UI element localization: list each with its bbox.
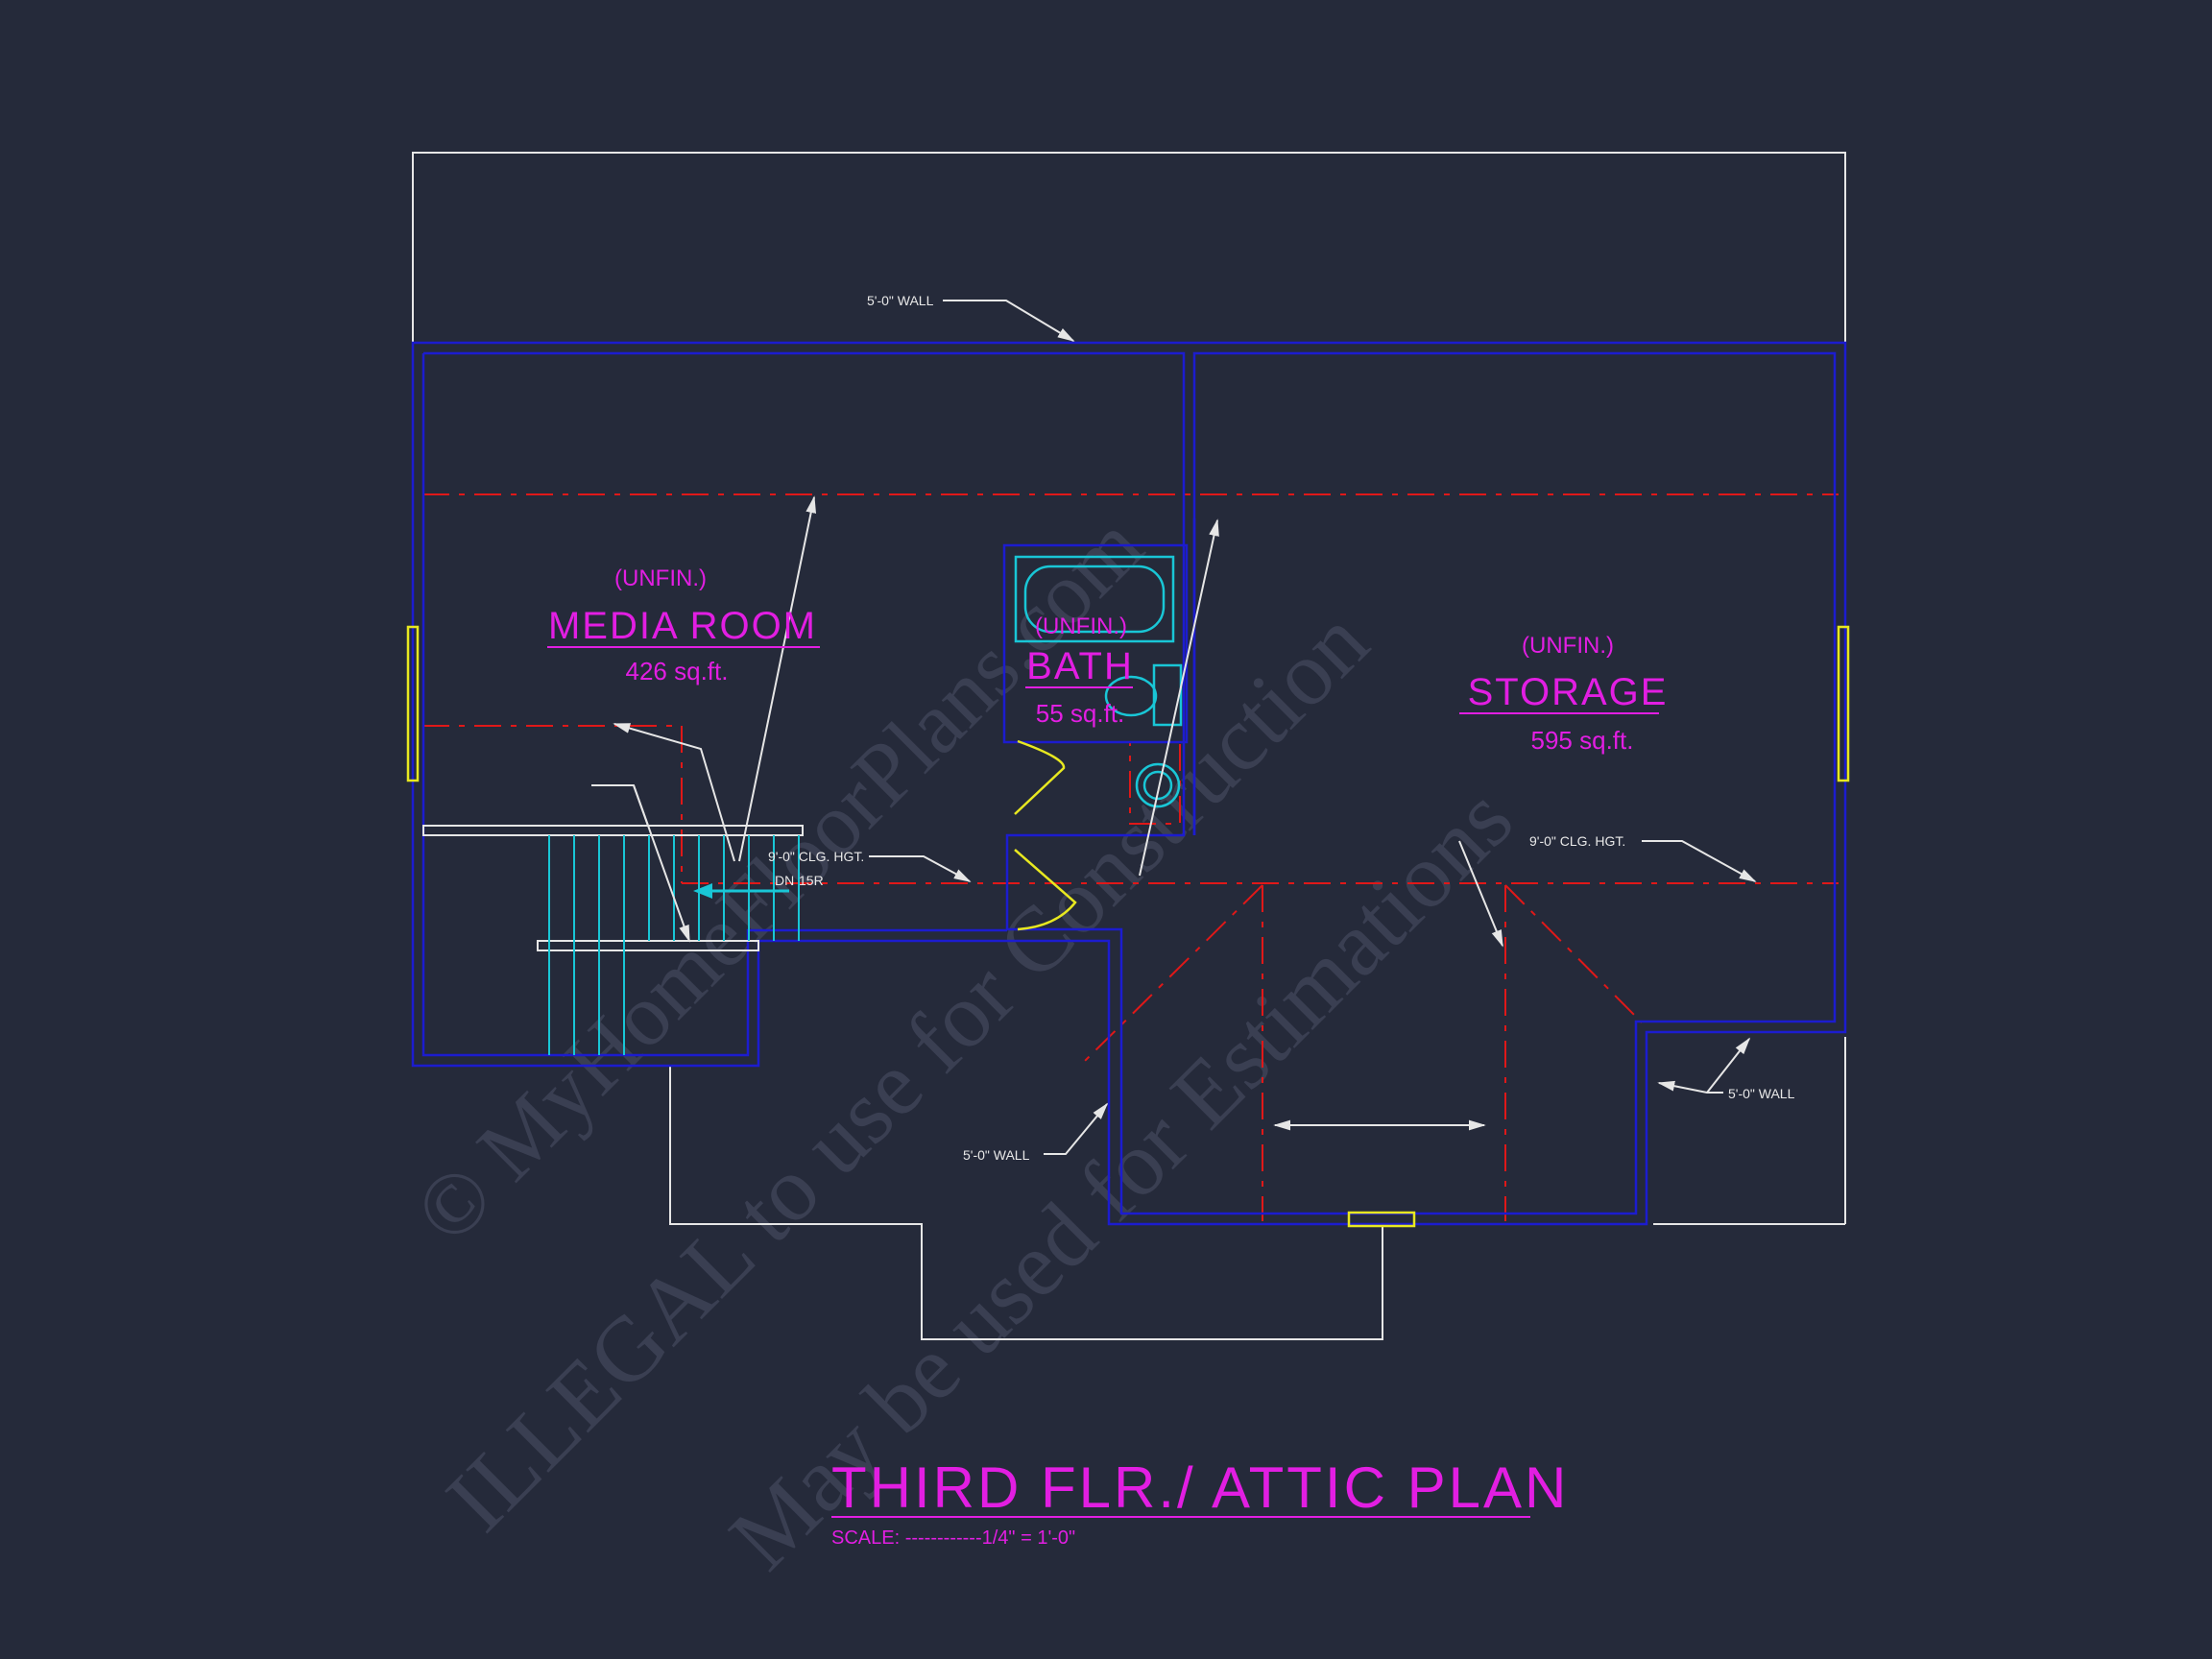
bathtub bbox=[1014, 555, 1175, 643]
room-media: (UNFIN.) MEDIA ROOM 426 sq.ft. bbox=[547, 565, 820, 685]
stairs bbox=[422, 825, 804, 1055]
roof-outline bbox=[412, 152, 1846, 1340]
media-room-status: (UNFIN.) bbox=[614, 565, 707, 591]
ceiling-height-lines bbox=[422, 493, 1839, 1221]
plan-scale: SCALE: ------------1/4" = 1'-0" bbox=[831, 1527, 1075, 1549]
plan-title: THIRD FLR./ ATTIC PLAN bbox=[831, 1455, 1569, 1520]
note-wall-right: 5'-0" WALL bbox=[1728, 1086, 1795, 1101]
bath-name: BATH bbox=[1026, 645, 1134, 687]
bath-door-lower bbox=[1014, 849, 1077, 931]
note-wall-top: 5'-0" WALL bbox=[867, 293, 934, 308]
title-block: THIRD FLR./ ATTIC PLAN SCALE: ----------… bbox=[831, 1455, 1569, 1549]
media-room-area: 426 sq.ft. bbox=[626, 657, 729, 685]
leader-lines bbox=[591, 300, 1757, 1155]
bath-fixtures bbox=[1014, 555, 1183, 808]
note-ceiling-left: 9'-0" CLG. HGT. bbox=[768, 849, 864, 864]
note-wall-bottom: 5'-0" WALL bbox=[963, 1147, 1030, 1163]
note-ceiling-right: 9'-0" CLG. HGT. bbox=[1529, 833, 1625, 849]
room-storage: (UNFIN.) STORAGE 595 sq.ft. bbox=[1459, 633, 1669, 755]
walls bbox=[411, 341, 1847, 1226]
room-bath: (UNFIN.) BATH 55 sq.ft. bbox=[1025, 613, 1134, 728]
storage-status: (UNFIN.) bbox=[1522, 633, 1614, 659]
note-stair-risers: 15R bbox=[799, 873, 824, 888]
bath-status: (UNFIN.) bbox=[1035, 613, 1127, 639]
window-bottom bbox=[1347, 1211, 1416, 1228]
storage-name: STORAGE bbox=[1468, 671, 1669, 713]
media-room-name: MEDIA ROOM bbox=[548, 605, 817, 647]
bath-door-upper bbox=[1014, 739, 1066, 815]
window-left bbox=[406, 625, 420, 782]
sink bbox=[1135, 762, 1181, 808]
toilet bbox=[1104, 675, 1158, 717]
watermark: © MyHomeFloorPlans.com ILLEGAL to use fo… bbox=[396, 496, 1531, 1589]
doors-windows bbox=[406, 625, 1850, 1228]
note-stair-dn: DN bbox=[775, 873, 794, 888]
storage-area: 595 sq.ft. bbox=[1531, 726, 1634, 755]
bath-area: 55 sq.ft. bbox=[1036, 699, 1125, 728]
window-right bbox=[1837, 625, 1850, 782]
